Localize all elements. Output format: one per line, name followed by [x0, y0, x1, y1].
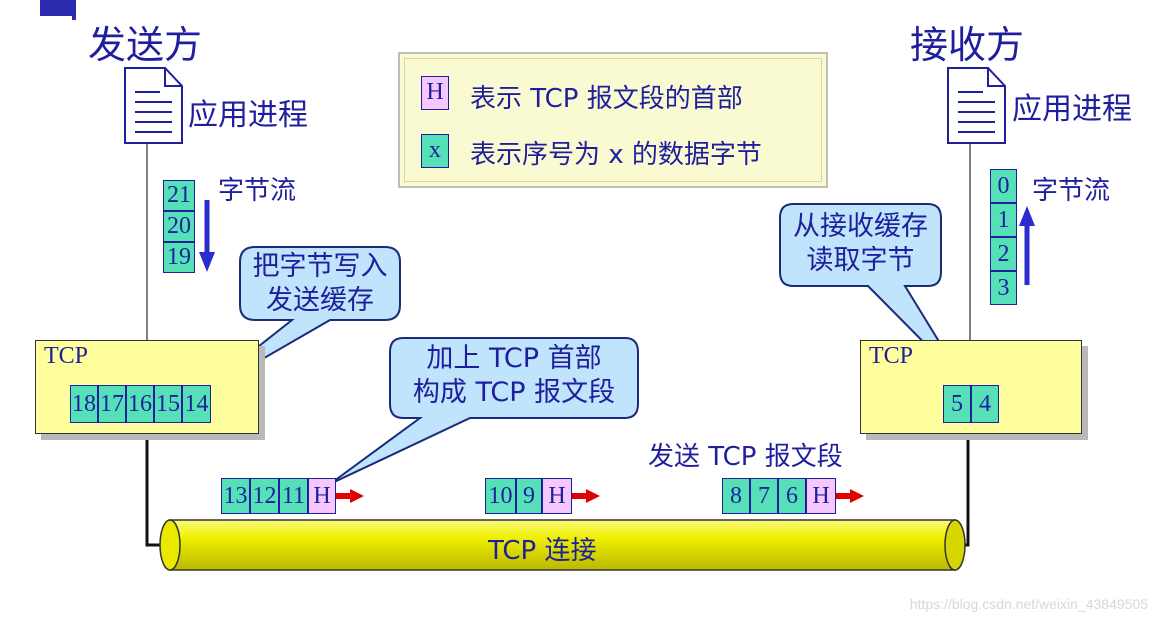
sender-buffer-byte: 16 — [126, 385, 154, 423]
sender-buffer-byte: 14 — [182, 385, 211, 423]
segment-2-byte: 9 — [516, 478, 542, 514]
segment-arrow-2 — [572, 489, 600, 503]
middle-callout-line: 构成 TCP 报文段 — [412, 377, 616, 408]
corner-decoration-bar — [72, 0, 76, 20]
sender-callout-line: 把字节写入 — [252, 251, 388, 282]
sender-tcp-box: TCP 18 17 16 15 14 — [35, 340, 259, 434]
receiver-stream-byte: 0 — [990, 169, 1017, 203]
sender-stream-byte: 20 — [163, 211, 195, 242]
sender-stream-byte: 21 — [163, 180, 195, 211]
segment-1-byte: 11 — [279, 478, 308, 514]
sender-buffer-byte: 18 — [70, 385, 98, 423]
sender-tcp-label: TCP — [44, 343, 89, 369]
middle-callout-line: 加上 TCP 首部 — [426, 343, 602, 374]
receiver-tcp-label: TCP — [869, 343, 914, 369]
segment-3-header: H — [806, 478, 836, 514]
receiver-stream-label: 字节流 — [1032, 176, 1111, 206]
receiver-stream-arrowhead — [1019, 206, 1035, 226]
segment-arrow-3 — [836, 489, 864, 503]
receiver-stream-byte: 1 — [990, 203, 1017, 237]
receiver-buffer-byte: 5 — [943, 385, 971, 423]
send-segment-label: 发送 TCP 报文段 — [648, 442, 843, 472]
segment-2-header: H — [542, 478, 572, 514]
segment-arrow-1 — [336, 489, 364, 503]
segment-3-byte: 6 — [778, 478, 806, 514]
middle-callout-shape — [329, 337, 639, 485]
legend-header-text: 表示 TCP 报文段的首部 — [470, 84, 743, 114]
receiver-title: 接收方 — [910, 23, 1025, 67]
sender-title: 发送方 — [88, 23, 203, 67]
middle-callout-text: 加上 TCP 首部 构成 TCP 报文段 — [390, 342, 638, 410]
receiver-app-label: 应用进程 — [1012, 92, 1132, 127]
receiver-document-icon — [947, 67, 1006, 144]
segment-3-byte: 8 — [722, 478, 750, 514]
legend-box: H 表示 TCP 报文段的首部 x 表示序号为 x 的数据字节 — [398, 52, 828, 188]
legend-byte-symbol: x — [421, 134, 449, 168]
sender-buffer-byte: 15 — [154, 385, 182, 423]
receiver-callout-line: 读取字节 — [806, 245, 915, 276]
receiver-callout-shape — [779, 203, 966, 385]
sender-document-icon — [124, 67, 183, 144]
sender-stream-label: 字节流 — [218, 176, 297, 206]
segment-1-header: H — [308, 478, 336, 514]
segment-2-byte: 10 — [485, 478, 516, 514]
sender-callout-text: 把字节写入 发送缓存 — [240, 250, 400, 318]
segment-3-byte: 7 — [750, 478, 778, 514]
receiver-stream-byte: 3 — [990, 271, 1017, 305]
sender-stream-arrowhead — [199, 252, 215, 272]
receiver-tcp-box: TCP 5 4 — [860, 340, 1082, 434]
legend-header-symbol: H — [421, 76, 449, 110]
sender-buffer-byte: 17 — [98, 385, 126, 423]
pipe-left-end — [159, 519, 181, 571]
pipe-right-end — [944, 519, 966, 571]
receiver-callout-line: 从接收缓存 — [793, 211, 928, 242]
sender-stream-byte: 19 — [163, 242, 195, 273]
receiver-buffer-byte: 4 — [971, 385, 999, 423]
tcp-connection-pipe — [169, 519, 956, 571]
tcp-connection-label: TCP 连接 — [488, 536, 597, 566]
watermark: https://blog.csdn.net/weixin_43849505 — [909, 596, 1148, 612]
segment-1-byte: 13 — [221, 478, 250, 514]
sender-callout-line: 发送缓存 — [266, 285, 374, 316]
legend-byte-text: 表示序号为 x 的数据字节 — [470, 140, 762, 170]
corner-decoration — [40, 0, 72, 16]
segment-1-byte: 12 — [250, 478, 279, 514]
sender-app-label: 应用进程 — [188, 98, 308, 133]
receiver-stream-byte: 2 — [990, 237, 1017, 271]
receiver-callout-text: 从接收缓存 读取字节 — [780, 210, 941, 278]
